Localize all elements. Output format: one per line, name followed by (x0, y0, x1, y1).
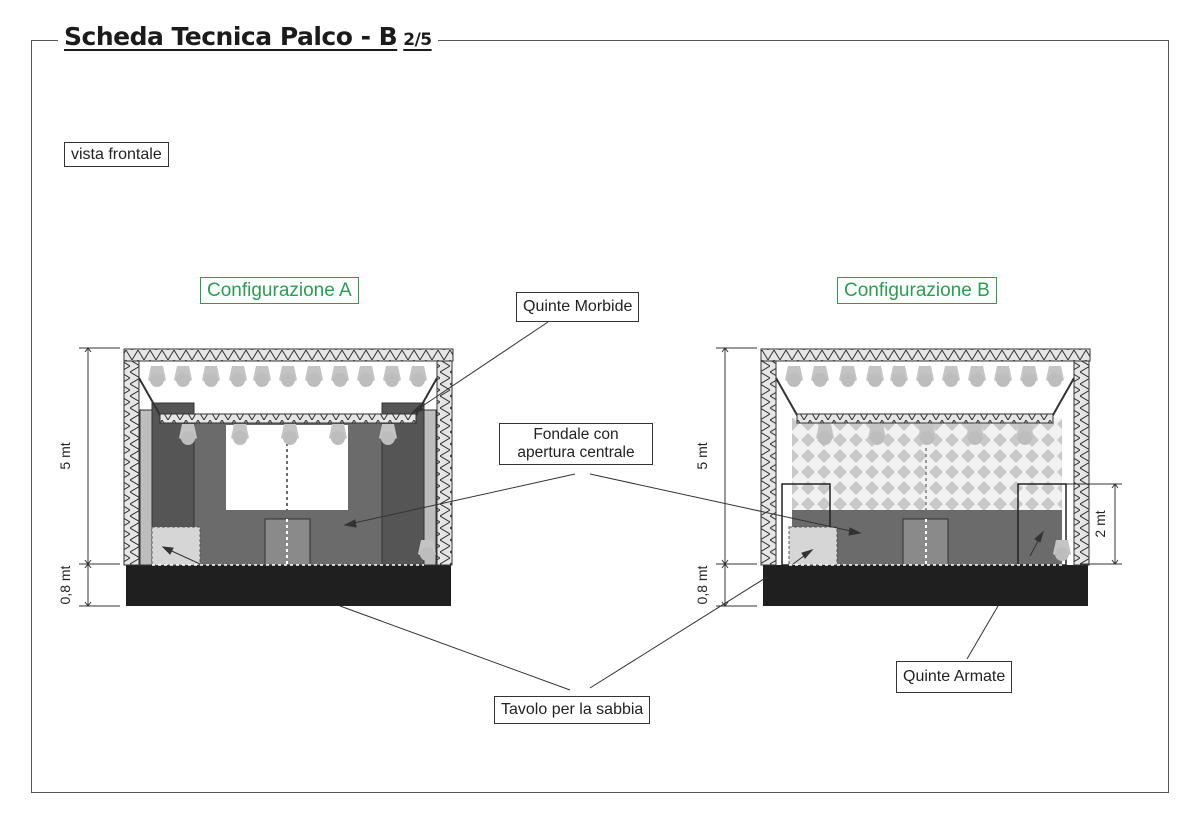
dim-height-a: 5 mt (57, 442, 73, 469)
dimensions-b (716, 347, 1122, 607)
page-number: 2/5 (403, 30, 432, 50)
sand-table-a (126, 565, 451, 606)
sand-table-top-b (788, 526, 838, 566)
config-b-label: Configurazione B (837, 277, 997, 304)
stage-config-b (760, 348, 1091, 606)
sand-table-top-a (151, 526, 201, 566)
callout-fondale: Fondale con apertura centrale (499, 423, 653, 465)
dim-table-b: 0,8 mt (694, 565, 710, 604)
leader-lines (161, 321, 1044, 691)
sheet-frame (31, 40, 1169, 793)
callout-tavolo: Tavolo per la sabbia (494, 696, 651, 724)
config-a-label: Configurazione A (200, 277, 359, 304)
sand-table-b (763, 565, 1088, 606)
dim-table-a: 0,8 mt (57, 565, 73, 604)
stage-config-a (123, 348, 454, 606)
dim-wing-b: 2 mt (1092, 510, 1108, 537)
view-label: vista frontale (64, 142, 169, 167)
callout-quinte-armate: Quinte Armate (896, 661, 1013, 693)
dim-height-b: 5 mt (694, 442, 710, 469)
dimensions-a (79, 347, 120, 607)
callout-quinte-morbide: Quinte Morbide (516, 292, 640, 322)
